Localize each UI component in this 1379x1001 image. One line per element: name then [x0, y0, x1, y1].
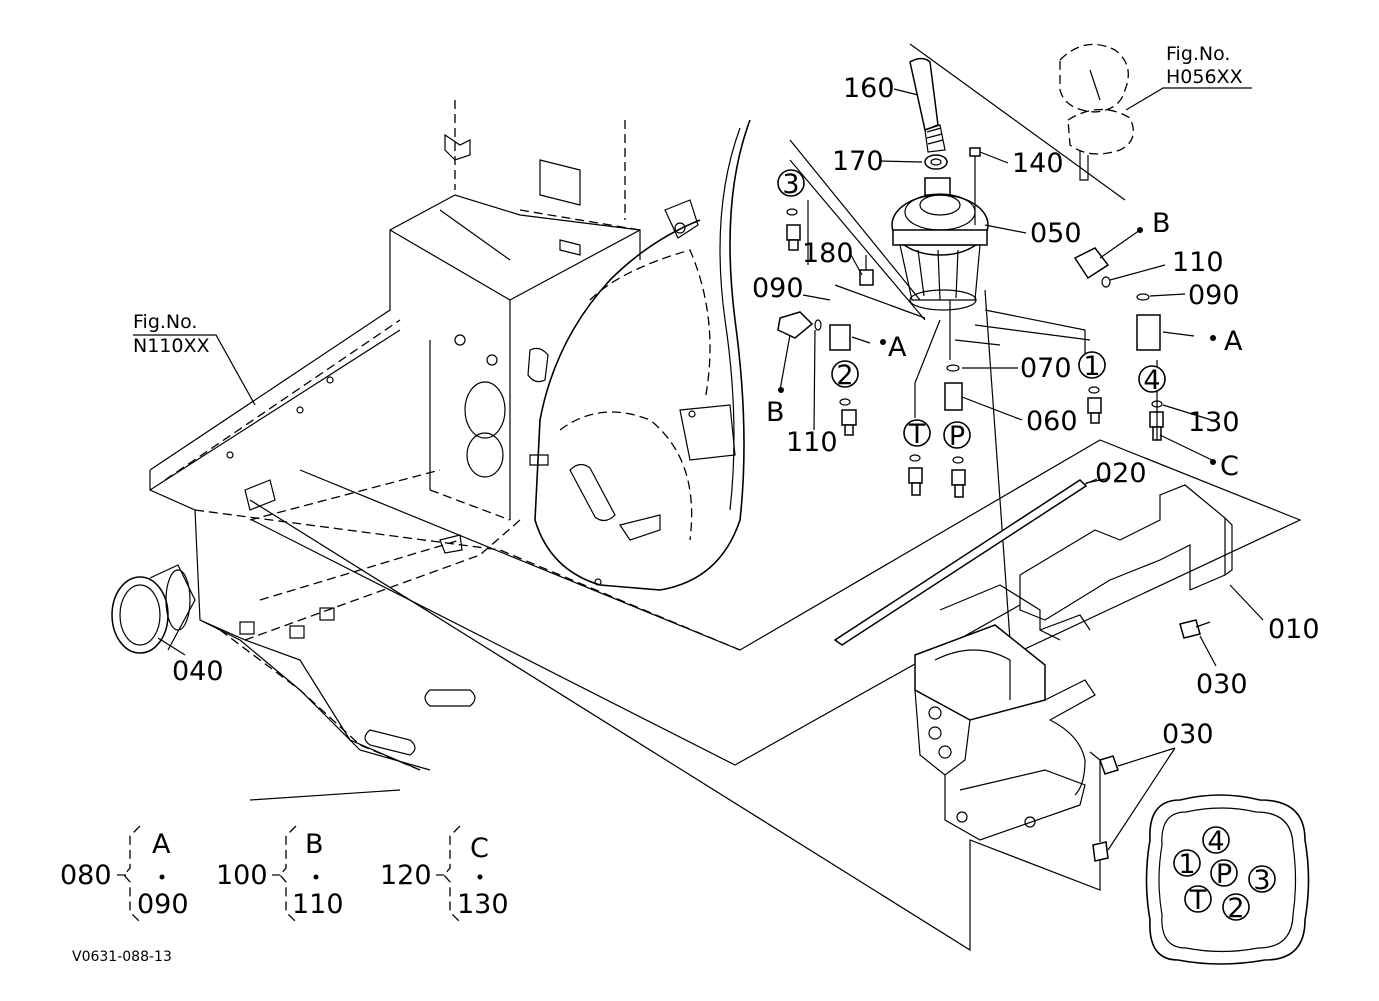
port-p-label: P: [949, 421, 965, 452]
fig-ref-right-1: Fig.No.: [1166, 43, 1230, 65]
diagram-port-2: 2: [1227, 893, 1244, 924]
letter-c: C: [1220, 451, 1239, 482]
diagram-port-1: 1: [1178, 849, 1195, 880]
cab-panel-drawing: [439, 119, 751, 591]
fig-ref-left-1: Fig.No.: [133, 311, 197, 333]
label-110b: 110: [1172, 247, 1224, 278]
port-circles: 3 2 T P 1 4: [777, 169, 1166, 452]
kit-100-letter: B: [305, 829, 324, 860]
letter-b-right: B: [1152, 208, 1171, 239]
leader-lines: [133, 87, 1264, 851]
letter-a-left: A: [888, 332, 907, 363]
control-valve-drawing: [807, 57, 1091, 641]
diagram-port-t: T: [1189, 885, 1207, 916]
kit-100: 100 B 110: [216, 825, 344, 923]
kit-120: 120 C 130: [380, 825, 509, 923]
label-040: 040: [172, 656, 224, 687]
kit-100-number: 100: [216, 860, 268, 891]
label-160: 160: [843, 73, 895, 104]
port-4-label: 4: [1143, 365, 1160, 396]
figure-code: V0631-088-13: [72, 949, 172, 965]
port-fittings: [777, 208, 1164, 498]
kit-080: 080 A 090: [60, 825, 189, 923]
label-030a: 030: [1196, 669, 1248, 700]
bracket-drawing: [833, 477, 1233, 862]
port-t-label: T: [908, 419, 926, 450]
label-090b: 090: [1188, 280, 1240, 311]
label-140: 140: [1012, 148, 1064, 179]
kit-120-letter: C: [470, 833, 489, 864]
kit-legend: 080 A 090 100 B 110 120 C 130: [60, 825, 509, 923]
port-3-label: 3: [782, 169, 799, 200]
fig-ref-right-2: H056XX: [1166, 66, 1243, 88]
label-090a: 090: [752, 273, 804, 304]
fig-ref-left-2: N110XX: [133, 335, 210, 357]
kit-120-part: 130: [457, 889, 509, 920]
kit-100-part: 110: [292, 889, 344, 920]
part-labels: 160 170 140 050 180 090 110 090 070 060 …: [72, 43, 1320, 965]
label-180: 180: [802, 238, 854, 269]
label-130: 130: [1188, 407, 1240, 438]
kit-080-number: 080: [60, 860, 112, 891]
diagram-port-p: P: [1216, 859, 1232, 890]
label-170: 170: [832, 146, 884, 177]
label-020: 020: [1095, 458, 1147, 489]
kit-080-letter: A: [152, 829, 171, 860]
kit-120-number: 120: [380, 860, 432, 891]
port-layout-diagram: 4 1 P 3 T 2: [1145, 794, 1310, 965]
label-030b: 030: [1162, 719, 1214, 750]
label-070: 070: [1020, 353, 1072, 384]
diagram-port-3: 3: [1253, 865, 1270, 896]
letter-b-left: B: [766, 397, 785, 428]
label-050: 050: [1030, 218, 1082, 249]
label-110a: 110: [786, 427, 838, 458]
label-010: 010: [1268, 614, 1320, 645]
port-1-label: 1: [1083, 351, 1100, 382]
reference-lines: [249, 43, 1302, 952]
diagram-port-4: 4: [1207, 826, 1224, 857]
joystick-sketch: [1059, 43, 1134, 181]
letter-a-right: A: [1224, 326, 1243, 357]
kit-080-part: 090: [137, 889, 189, 920]
main-frame-drawing: [111, 100, 741, 801]
label-060: 060: [1026, 406, 1078, 437]
port-2-label: 2: [836, 360, 853, 391]
